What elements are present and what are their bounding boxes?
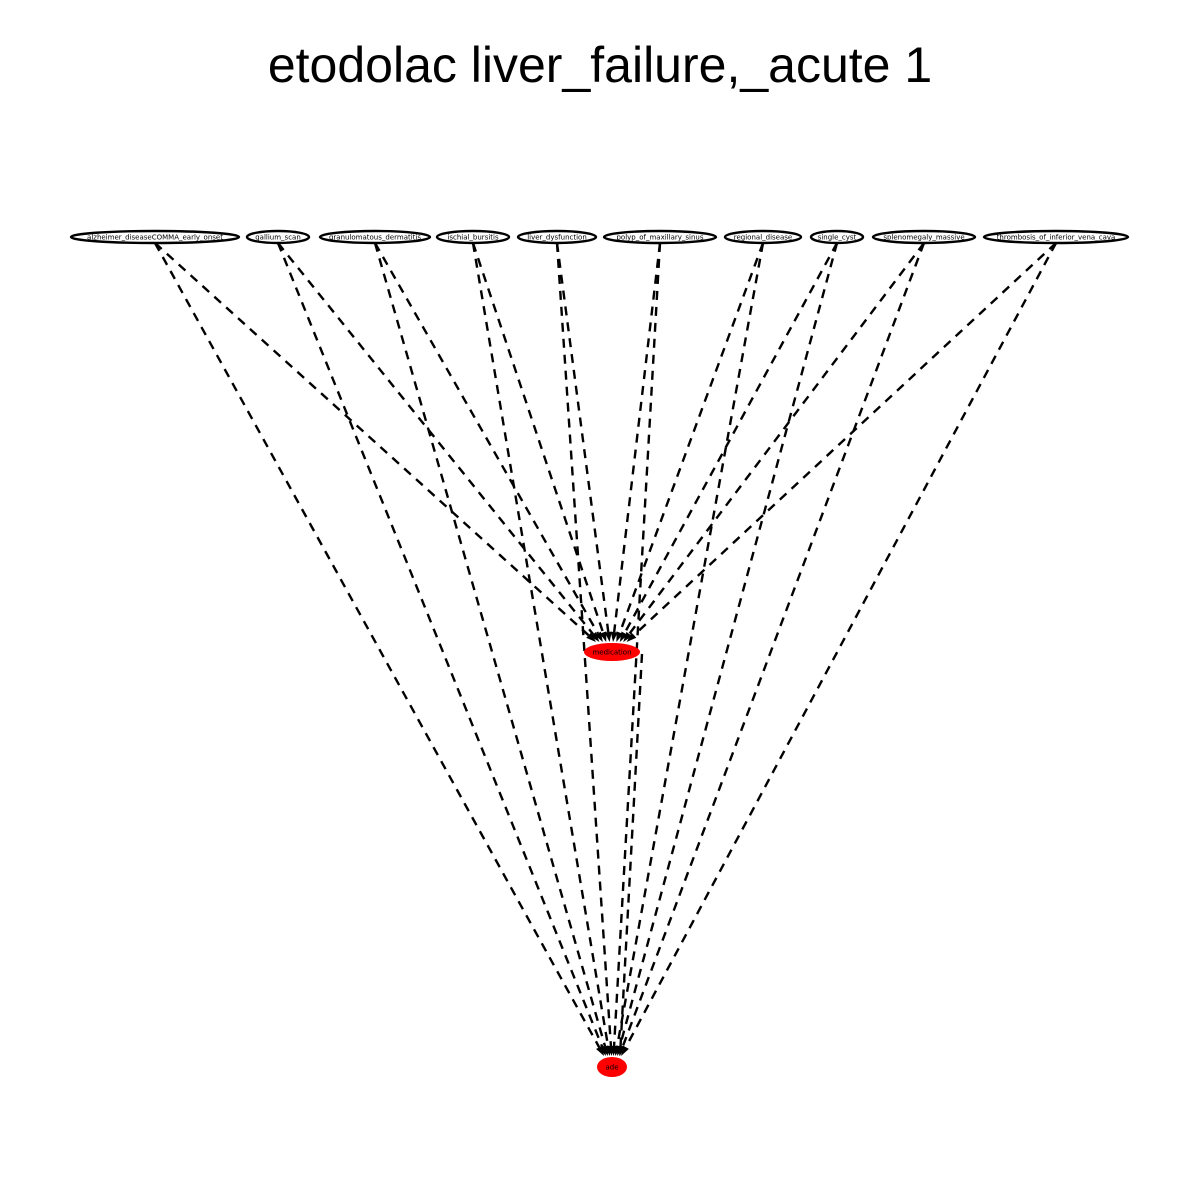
edge-single_cyst-to-medication: [619, 242, 839, 642]
edge-splenomegaly_massive-to-ade: [619, 242, 926, 1056]
node-polyp_of_maxillary_sinus: polyp_of_maxillary_sinus: [602, 229, 718, 245]
edge-medication-to-ade: [617, 653, 644, 1056]
node-thrombosis_of_inferior_vena_cava: thrombosis_of_inferior_vena_cava: [982, 229, 1130, 245]
node-alzheimer_diseaseCOMMA_early_onset-label: alzheimer_diseaseCOMMA_early_onset: [87, 234, 223, 242]
diagram-title: etodolac liver_failure,_acute 1: [267, 37, 933, 93]
edge-splenomegaly_massive-to-medication: [623, 242, 925, 642]
edge-gallium_scan-to-medication: [277, 242, 600, 642]
node-liver_dysfunction-label: liver_dysfunction: [527, 234, 587, 242]
edges-layer: [153, 242, 1058, 1056]
node-medication: medication: [584, 643, 640, 661]
nodes-layer: alzheimer_diseaseCOMMA_early_onset galliu…: [69, 229, 1130, 1077]
edge-polyp_of_maxillary_sinus-to-medication: [610, 242, 662, 642]
edge-gallium_scan-to-ade: [276, 242, 606, 1056]
edge-thrombosis_of_inferior_vena_cava-to-medication: [626, 242, 1057, 642]
node-granulomatous_dermatitis: granulomatous_dermatitis: [318, 229, 432, 245]
node-thrombosis_of_inferior_vena_cava-label: thrombosis_of_inferior_vena_cava: [997, 234, 1116, 242]
node-regional_disease: regional_disease: [723, 229, 803, 245]
edge-alzheimer_diseaseCOMMA_early_onset-to-medication: [154, 242, 596, 642]
node-gallium_scan: gallium_scan: [245, 229, 311, 245]
node-splenomegaly_massive: splenomegaly_massive: [871, 229, 977, 245]
edge-granulomatous_dermatitis-to-ade: [373, 242, 609, 1056]
edge-single_cyst-to-ade: [616, 242, 839, 1056]
node-gallium_scan-label: gallium_scan: [255, 234, 301, 242]
node-ischial_bursitis-label: ischial_bursitis: [447, 234, 499, 242]
edge-liver_dysfunction-to-medication: [555, 242, 612, 642]
node-medication-label: medication: [592, 649, 631, 657]
node-liver_dysfunction: liver_dysfunction: [516, 229, 598, 245]
node-ade: ade: [597, 1057, 627, 1077]
edge-thrombosis_of_inferior_vena_cava-to-ade: [621, 242, 1058, 1056]
node-single_cyst-label: single_cyst: [818, 234, 857, 242]
edge-ischial_bursitis-to-medication: [471, 242, 607, 642]
edge-alzheimer_diseaseCOMMA_early_onset-to-ade: [153, 242, 604, 1056]
node-regional_disease-label: regional_disease: [734, 234, 792, 242]
edge-granulomatous_dermatitis-to-medication: [373, 242, 603, 642]
node-polyp_of_maxillary_sinus-label: polyp_of_maxillary_sinus: [616, 234, 703, 242]
node-single_cyst: single_cyst: [809, 229, 865, 245]
node-splenomegaly_massive-label: splenomegaly_massive: [883, 234, 964, 242]
node-ischial_bursitis: ischial_bursitis: [435, 229, 511, 245]
node-ade-label: ade: [605, 1064, 618, 1072]
node-granulomatous_dermatitis-label: granulomatous_dermatitis: [329, 234, 421, 242]
node-alzheimer_diseaseCOMMA_early_onset: alzheimer_diseaseCOMMA_early_onset: [69, 229, 241, 245]
